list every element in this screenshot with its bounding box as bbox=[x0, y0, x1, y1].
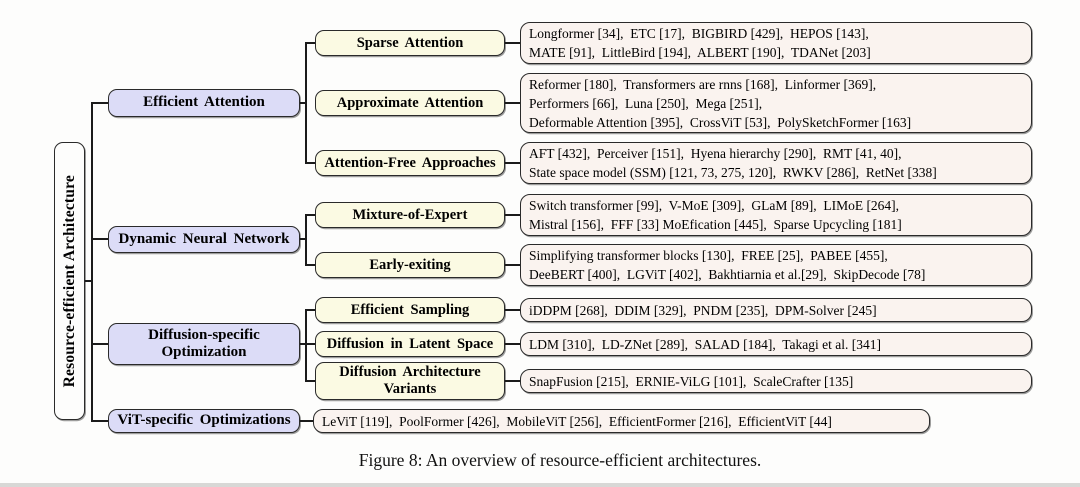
leaf-text: Reformer [180], Transformers are rnns [1… bbox=[529, 76, 912, 130]
branch-label: ViT-specific Optimizations bbox=[117, 412, 291, 429]
leaf-mixture-of-expert-citations: Switch transformer [99], V-MoE [309], GL… bbox=[520, 194, 1032, 236]
connector-line bbox=[305, 214, 307, 266]
leaf-sparse-attention-citations: Longformer [34], ETC [17], BIGBIRD [429]… bbox=[520, 22, 1032, 64]
subbranch-label: Diffusion in Latent Space bbox=[326, 335, 494, 352]
connector-line bbox=[505, 214, 520, 216]
subbranch-diffusion-architecture-variants: Diffusion Architecture Variants bbox=[315, 362, 505, 400]
root-node-resource-efficient-architecture: Resource-efficient Architecture bbox=[54, 142, 85, 420]
branch-label: Efficient Attention bbox=[143, 94, 265, 111]
connector-line bbox=[505, 264, 520, 266]
connector-line bbox=[305, 380, 315, 382]
leaf-early-exiting-citations: Simplifying transformer blocks [130], FR… bbox=[520, 244, 1032, 286]
subbranch-sparse-attention: Sparse Attention bbox=[315, 30, 505, 56]
leaf-text: AFT [432], Perceiver [151], Hyena hierar… bbox=[529, 146, 937, 180]
connector-line bbox=[300, 238, 307, 240]
branch-dynamic-neural-network: Dynamic Neural Network bbox=[108, 226, 300, 253]
connector-line bbox=[300, 420, 313, 422]
connector-line bbox=[91, 420, 108, 422]
subbranch-label: Mixture-of-Expert bbox=[352, 206, 468, 223]
connector-line bbox=[305, 42, 307, 164]
connector-line bbox=[505, 102, 520, 104]
subbranch-label: Diffusion Architecture Variants bbox=[339, 364, 481, 397]
leaf-text: SnapFusion [215], ERNIE-ViLG [101], Scal… bbox=[529, 373, 854, 389]
branch-diffusion-specific-optimization: Diffusion-specific Optimization bbox=[108, 323, 300, 365]
connector-line bbox=[85, 280, 93, 282]
subbranch-mixture-of-expert: Mixture-of-Expert bbox=[315, 202, 505, 228]
connector-line bbox=[91, 343, 108, 345]
connector-line bbox=[305, 264, 315, 266]
leaf-text: LeViT [119], PoolFormer [426], MobileViT… bbox=[322, 413, 832, 429]
subbranch-attention-free-approaches: Attention-Free Approaches bbox=[315, 150, 505, 176]
connector-line bbox=[305, 42, 315, 44]
subbranch-label: Approximate Attention bbox=[336, 94, 484, 111]
connector-line bbox=[505, 380, 520, 382]
leaf-diffusion-latent-space-citations: LDM [310], LD-ZNet [289], SALAD [184], T… bbox=[520, 332, 1032, 356]
subbranch-label: Sparse Attention bbox=[356, 34, 464, 51]
leaf-text: Simplifying transformer blocks [130], FR… bbox=[529, 248, 926, 282]
connector-line bbox=[305, 214, 315, 216]
leaf-text: Longformer [34], ETC [17], BIGBIRD [429]… bbox=[529, 26, 871, 60]
connector-line bbox=[505, 343, 520, 345]
branch-efficient-attention: Efficient Attention bbox=[108, 89, 300, 117]
connector-line bbox=[91, 102, 108, 104]
connector-line bbox=[91, 102, 93, 422]
branch-label: Diffusion-specific Optimization bbox=[148, 326, 260, 360]
leaf-attention-free-citations: AFT [432], Perceiver [151], Hyena hierar… bbox=[520, 142, 1032, 184]
connector-line bbox=[505, 309, 520, 311]
figure-caption: Figure 8: An overview of resource-effici… bbox=[358, 450, 762, 470]
leaf-approximate-attention-citations: Reformer [180], Transformers are rnns [1… bbox=[520, 73, 1032, 133]
connector-line bbox=[305, 309, 307, 382]
connector-line bbox=[305, 309, 315, 311]
root-label: Resource-efficient Architecture bbox=[60, 174, 78, 388]
leaf-vit-specific-citations: LeViT [119], PoolFormer [426], MobileViT… bbox=[313, 409, 930, 433]
connector-line bbox=[305, 343, 315, 345]
subbranch-approximate-attention: Approximate Attention bbox=[315, 90, 505, 116]
leaf-text: Switch transformer [99], V-MoE [309], GL… bbox=[529, 198, 902, 232]
subbranch-label: Early-exiting bbox=[369, 256, 451, 273]
connector-line bbox=[505, 162, 520, 164]
connector-line bbox=[300, 343, 307, 345]
subbranch-label: Attention-Free Approaches bbox=[324, 154, 496, 171]
leaf-diffusion-variants-citations: SnapFusion [215], ERNIE-ViLG [101], Scal… bbox=[520, 369, 1032, 393]
leaf-efficient-sampling-citations: iDDPM [268], DDIM [329], PNDM [235], DPM… bbox=[520, 298, 1032, 322]
connector-line bbox=[91, 238, 108, 240]
subbranch-efficient-sampling: Efficient Sampling bbox=[315, 297, 505, 323]
branch-vit-specific-optimizations: ViT-specific Optimizations bbox=[108, 409, 300, 433]
connector-line bbox=[505, 42, 520, 44]
connector-line bbox=[300, 102, 307, 104]
subbranch-diffusion-in-latent-space: Diffusion in Latent Space bbox=[315, 331, 505, 357]
branch-label: Dynamic Neural Network bbox=[118, 230, 290, 247]
leaf-text: LDM [310], LD-ZNet [289], SALAD [184], T… bbox=[529, 336, 881, 352]
leaf-text: iDDPM [268], DDIM [329], PNDM [235], DPM… bbox=[529, 302, 877, 318]
bottom-edge-strip bbox=[0, 483, 1080, 487]
connector-line bbox=[305, 162, 315, 164]
subbranch-early-exiting: Early-exiting bbox=[315, 252, 505, 278]
subbranch-label: Efficient Sampling bbox=[350, 301, 470, 318]
